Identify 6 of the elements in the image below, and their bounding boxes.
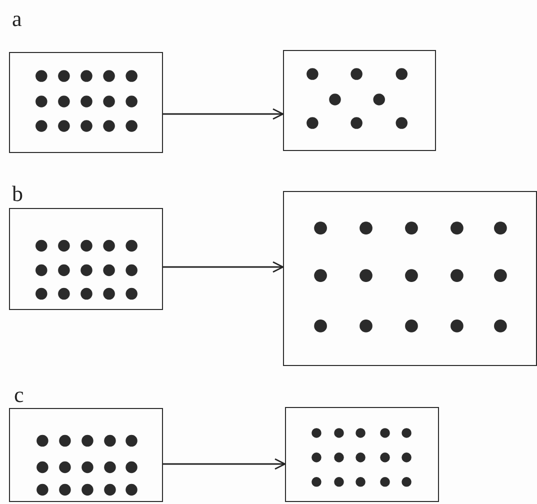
- arrow: [163, 108, 284, 120]
- panel-letter: b: [12, 183, 23, 205]
- arrow: [163, 261, 284, 273]
- panel-letter: c: [14, 384, 24, 406]
- panel-letter: a: [12, 8, 22, 30]
- arrow: [163, 458, 286, 470]
